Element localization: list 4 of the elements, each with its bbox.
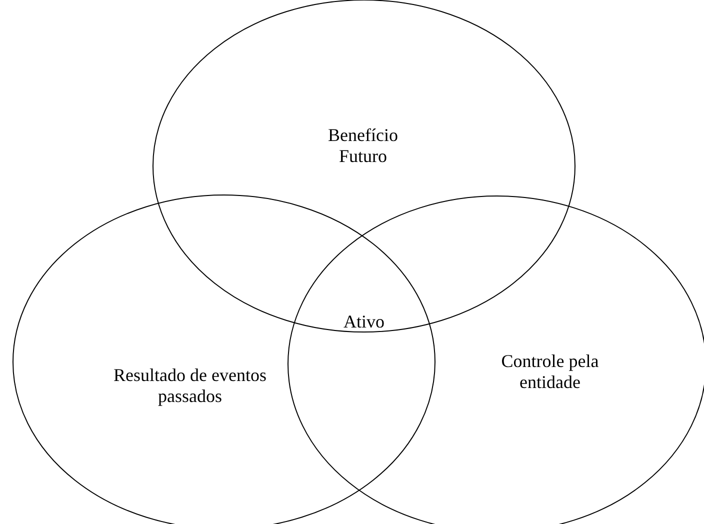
set-label: Controle pela entidade: [500, 351, 600, 393]
set-label: Benefício Futuro: [327, 125, 399, 167]
set-label: Resultado de eventos passados: [112, 365, 268, 407]
intersection-label: Ativo: [344, 312, 384, 332]
